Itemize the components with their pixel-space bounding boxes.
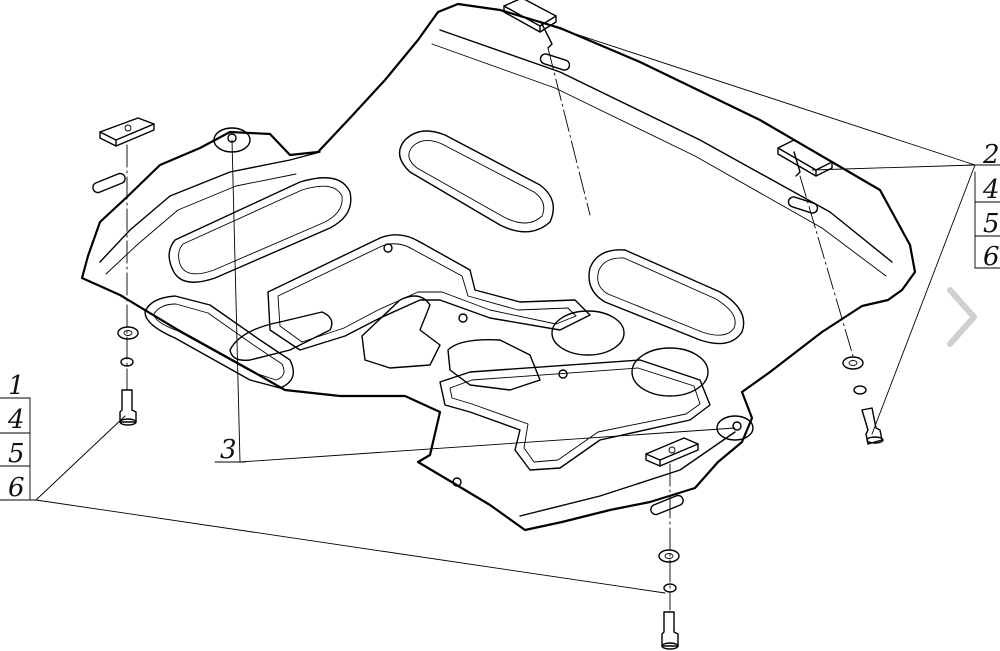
callout-part-6-left: 6 bbox=[8, 473, 25, 503]
slot-bottom bbox=[650, 494, 684, 516]
axis-lines bbox=[126, 47, 854, 611]
leader-top-right-to-bolt-right bbox=[871, 164, 976, 435]
bolt-right bbox=[861, 407, 883, 445]
callout-part-3: 3 bbox=[220, 435, 237, 465]
rib-top-center bbox=[398, 130, 554, 233]
clip-left bbox=[99, 117, 155, 147]
fastener-left bbox=[117, 326, 139, 426]
callout-part-1: 1 bbox=[8, 371, 25, 401]
callout-part-2: 2 bbox=[982, 140, 1000, 170]
washer-bottom bbox=[658, 549, 680, 563]
bend-line-top bbox=[439, 29, 893, 263]
opening-center-drain bbox=[447, 339, 541, 391]
bolt-bottom bbox=[661, 611, 679, 647]
callout-stack-top-right: 2 4 5 6 bbox=[967, 140, 1000, 272]
callout-part-4-left: 4 bbox=[7, 405, 25, 435]
plate-outline bbox=[80, 2, 917, 532]
slot-right bbox=[787, 196, 819, 214]
rib-center-zigzag bbox=[267, 234, 591, 351]
hole-small-4 bbox=[452, 477, 462, 487]
fasteners bbox=[117, 326, 884, 650]
lock-washer-right bbox=[853, 385, 867, 395]
next-image-button[interactable] bbox=[942, 282, 982, 352]
opening-right-lower bbox=[631, 347, 709, 397]
stiffening-ribs bbox=[144, 130, 745, 471]
fastener-bottom bbox=[658, 549, 680, 650]
slot-top bbox=[539, 53, 571, 71]
leader-left-to-bolt-bottom bbox=[35, 499, 666, 594]
clip-bottom bbox=[645, 437, 699, 467]
rib-bottom-right bbox=[439, 359, 711, 471]
callout-part-6: 6 bbox=[983, 242, 1000, 272]
leader-lines bbox=[35, 23, 976, 594]
callout-part-4: 4 bbox=[982, 175, 1000, 205]
skid-plate bbox=[80, 2, 917, 532]
rib-left-upper bbox=[168, 177, 352, 283]
clip-right bbox=[777, 139, 833, 177]
rib-left-lower bbox=[144, 295, 294, 389]
leader-top-right-to-clip-top bbox=[544, 23, 976, 166]
callout-stack-left: 1 4 5 6 bbox=[0, 371, 37, 503]
leader-center-to-boss-left bbox=[231, 139, 241, 463]
chevron-right-icon bbox=[947, 287, 977, 347]
hole-small-3 bbox=[558, 369, 568, 379]
plate-openings bbox=[92, 53, 819, 516]
opening-left-slot bbox=[229, 311, 333, 361]
hole-small-2 bbox=[458, 313, 468, 323]
bolt-left bbox=[119, 389, 137, 423]
clip-top bbox=[503, 0, 557, 49]
leader-left-to-bolt-left bbox=[35, 415, 126, 501]
bend-line-left bbox=[99, 151, 321, 263]
mount-boss-right bbox=[716, 415, 754, 441]
opening-right-upper bbox=[551, 310, 625, 356]
rib-middle-loop bbox=[361, 295, 441, 369]
washer-left bbox=[117, 326, 139, 340]
rib-right bbox=[588, 249, 745, 345]
bend-line-bottom bbox=[519, 431, 736, 517]
callout-part-5-left: 5 bbox=[8, 439, 25, 469]
bend-line-top-inner bbox=[431, 43, 887, 277]
hole-small-1 bbox=[383, 243, 393, 253]
leader-top-right-to-clip-right bbox=[811, 164, 976, 171]
leader-center-to-boss-right bbox=[239, 427, 736, 463]
callout-part-5: 5 bbox=[983, 209, 1000, 239]
washer-right bbox=[842, 356, 864, 370]
fastener-right bbox=[842, 356, 884, 445]
slot-left bbox=[92, 172, 126, 194]
clips bbox=[99, 0, 833, 467]
